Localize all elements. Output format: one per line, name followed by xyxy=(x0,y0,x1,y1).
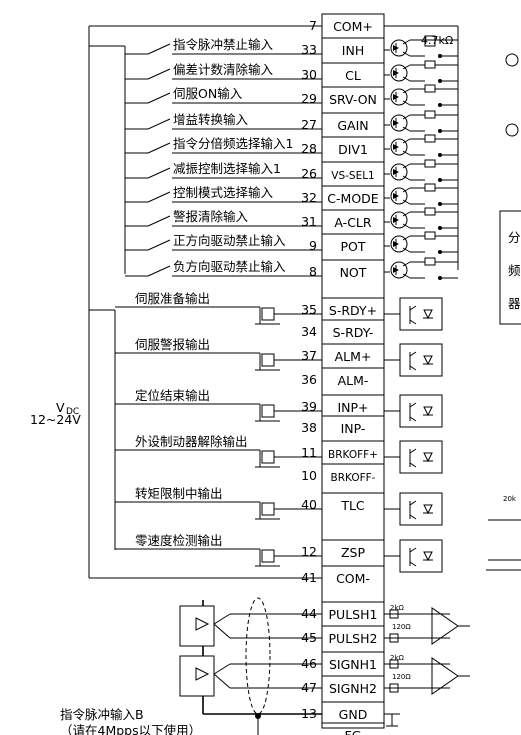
divider-text-1: 分 xyxy=(508,230,521,245)
pin-29: 29 xyxy=(301,91,317,106)
divider-text-2: 频 xyxy=(508,263,521,278)
pin-28: 28 xyxy=(301,141,317,156)
pin-27: 27 xyxy=(301,117,317,132)
vdc-sub-label: DC xyxy=(66,407,79,417)
signal-gain: GAIN xyxy=(337,118,368,133)
signal-zsp: ZSP xyxy=(341,545,365,560)
signal-srv-on: SRV-ON xyxy=(329,92,377,107)
signal-not: NOT xyxy=(340,265,367,280)
pin-13: 13 xyxy=(301,706,317,721)
signal-brkoff-: BRKOFF+ xyxy=(328,449,378,461)
vdc-label: V xyxy=(56,400,65,415)
pin-8: 8 xyxy=(309,264,317,279)
signal-pulsh2: PULSH2 xyxy=(329,631,378,646)
diagram-frame xyxy=(88,13,521,729)
pin-31: 31 xyxy=(301,214,317,229)
pin-34: 34 xyxy=(301,324,317,339)
signal-fg: FG xyxy=(345,728,362,735)
signal-brkoff-: BRKOFF- xyxy=(331,472,376,484)
pin-36: 36 xyxy=(301,372,317,387)
input-label: 伺服ON输入 xyxy=(173,86,243,101)
output-label: 外设制动器解除输出 xyxy=(135,434,248,449)
signal-alm-: ALM+ xyxy=(335,349,372,364)
input-label: 指令分倍频选择输入1 xyxy=(173,136,293,151)
output-label: 零速度检测输出 xyxy=(135,533,223,548)
signal-alm-: ALM- xyxy=(338,373,369,388)
signal-s-rdy-: S-RDY- xyxy=(333,325,374,340)
input-label: 减振控制选择输入1 xyxy=(173,161,281,176)
input-label: 增益转换输入 xyxy=(173,112,249,127)
pin-38: 38 xyxy=(301,420,317,435)
output-label: 转矩限制中输出 xyxy=(135,486,223,501)
resistor-20k: 20k xyxy=(503,495,517,503)
signal-div1: DIV1 xyxy=(338,142,368,157)
pin-37: 37 xyxy=(301,348,317,363)
signal-c-mode: C-MODE xyxy=(327,191,378,206)
pin-26: 26 xyxy=(301,166,317,181)
input-label: 指令脉冲禁止输入 xyxy=(173,37,274,52)
output-label: 伺服警报输出 xyxy=(135,337,210,352)
pin-30: 30 xyxy=(301,67,317,82)
vdc-range: 12~24V xyxy=(30,412,81,427)
signal-inp-: INP+ xyxy=(337,400,368,415)
input-label: 控制模式选择输入 xyxy=(173,185,274,200)
signal-inp-: INP- xyxy=(341,421,366,436)
resistor-2k: 2kΩ xyxy=(390,604,405,612)
pulse-input-label: 指令脉冲输入B xyxy=(60,707,144,722)
signal-vs-sel1: VS-SEL1 xyxy=(331,170,374,182)
pin-33: 33 xyxy=(301,42,317,57)
signal-tlc: TLC xyxy=(340,498,365,513)
signal-pot: POT xyxy=(340,239,365,254)
input-label: 偏差计数清除输入 xyxy=(173,62,274,77)
resistor-2k: 2kΩ xyxy=(390,654,405,662)
signal-inh: INH xyxy=(342,43,364,58)
resistor-120: 120Ω xyxy=(392,673,411,681)
pin-7: 7 xyxy=(309,18,317,33)
pin-11: 11 xyxy=(301,445,317,460)
divider-box xyxy=(499,210,521,325)
input-label: 负方向驱动禁止输入 xyxy=(173,259,286,274)
output-label: 定位结束输出 xyxy=(135,388,210,403)
input-label: 警报清除输入 xyxy=(173,209,249,224)
pin-9: 9 xyxy=(309,238,317,253)
connector-body xyxy=(321,13,385,729)
signal-com-: COM- xyxy=(336,571,370,586)
signal-signh2: SIGNH2 xyxy=(329,681,377,696)
pin-41: 41 xyxy=(301,570,317,585)
signal-cl: CL xyxy=(345,68,361,83)
signal-pulsh1: PULSH1 xyxy=(329,607,378,622)
resistor-value: 4.7kΩ xyxy=(421,34,453,47)
input-label: 正方向驱动禁止输入 xyxy=(173,233,286,248)
output-label: 伺服准备输出 xyxy=(135,291,210,306)
signal-s-rdy-: S-RDY+ xyxy=(329,303,377,318)
pin-10: 10 xyxy=(301,468,317,483)
signal-gnd: GND xyxy=(339,707,368,722)
signal-signh1: SIGNH1 xyxy=(329,657,377,672)
resistor-120: 120Ω xyxy=(392,623,411,631)
pin-39: 39 xyxy=(301,399,317,414)
pulse-input-note: （请在4Mpps以下使用） xyxy=(60,723,201,735)
signal-com-: COM+ xyxy=(333,19,373,34)
pin-40: 40 xyxy=(301,497,317,512)
divider-text-3: 器 xyxy=(508,296,521,311)
pin-35: 35 xyxy=(301,302,317,317)
resistor-4k7 xyxy=(424,39,436,47)
pin-12: 12 xyxy=(301,544,317,559)
signal-a-clr: A-CLR xyxy=(334,215,371,230)
pin-32: 32 xyxy=(301,190,317,205)
